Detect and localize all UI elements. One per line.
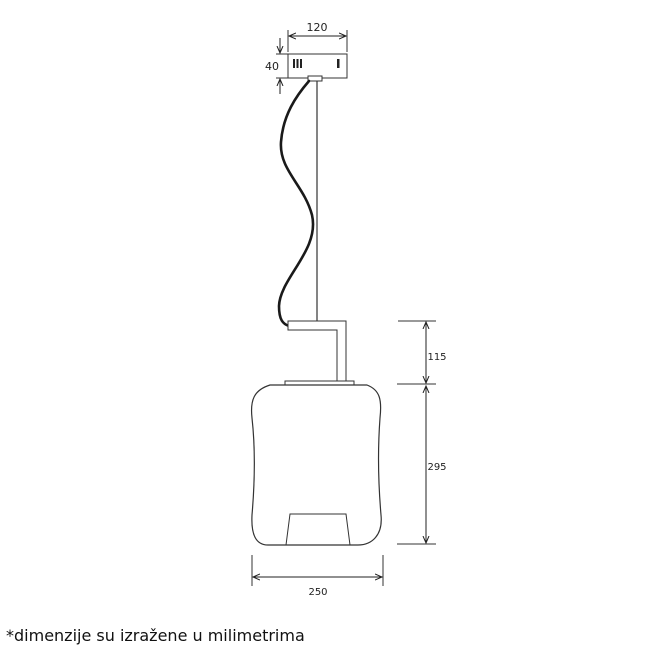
- shade-height-label: 295: [427, 462, 446, 473]
- lamp-arm: [287, 320, 347, 382]
- units-footnote: *dimenzije su izražene u milimetrima: [6, 626, 305, 645]
- shade-width-dimension: 250: [251, 555, 384, 598]
- shade-width-label: 250: [308, 587, 327, 598]
- glass-shade: [250, 384, 382, 546]
- base-height-label: 40: [265, 60, 279, 73]
- arm-height-label: 115: [427, 352, 446, 363]
- arm-height-dimension: 115: [397, 320, 447, 385]
- ceiling-base: [287, 53, 348, 82]
- shade-height-dimension: 295: [397, 386, 447, 545]
- base-height-dimension: 40: [265, 38, 288, 94]
- base-width-dimension: 120: [287, 21, 348, 52]
- base-width-label: 120: [307, 21, 328, 34]
- shade-inner-liner: [285, 513, 351, 546]
- power-cable: [277, 79, 315, 328]
